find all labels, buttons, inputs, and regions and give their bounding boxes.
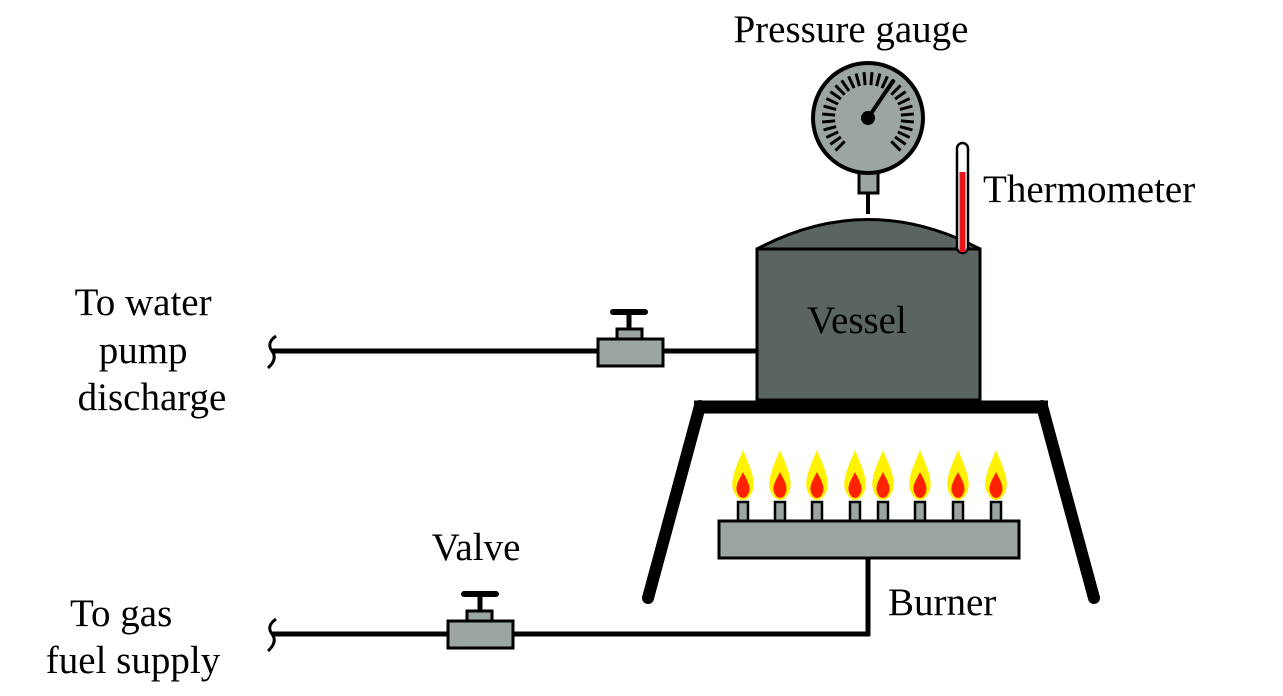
flame [909, 450, 931, 500]
flames [732, 450, 1007, 500]
burner-nozzle [736, 500, 750, 524]
gauge-tick [825, 97, 839, 106]
gauge-tick [900, 112, 914, 117]
water-valve [596, 309, 665, 368]
gauge-tick [822, 112, 836, 117]
burner-nozzles [736, 500, 1003, 524]
burner-body [717, 519, 1021, 560]
gauge-tick [897, 130, 911, 139]
gauge-tick [823, 125, 837, 132]
gauge-tick [834, 140, 846, 152]
water-line-label-1: To water [75, 281, 212, 324]
gas-pipe [266, 557, 871, 653]
gauge-tick [900, 119, 914, 124]
vessel [755, 218, 982, 402]
gauge-tick [875, 73, 882, 87]
gauge-tick [890, 140, 902, 152]
gauge-tick [890, 84, 902, 96]
gauge-tick [834, 84, 846, 96]
vessel-dome [756, 218, 981, 251]
gauge-tick [822, 119, 836, 124]
gauge-tick [847, 75, 856, 89]
thermometer-fluid [959, 172, 966, 252]
burner-nozzle [989, 500, 1003, 524]
burner [717, 450, 1021, 560]
thermometer-label: Thermometer [983, 168, 1195, 211]
pressure-gauge [811, 61, 925, 214]
burner-nozzle [951, 500, 965, 524]
gauge-tick [869, 72, 874, 86]
burner-label: Burner [888, 581, 996, 624]
gas-line-label: To gas fuel supply [46, 592, 221, 682]
gauge-needle [866, 79, 895, 120]
gauge-tick [829, 90, 842, 101]
burner-nozzle [848, 500, 862, 524]
gauge-tick [894, 135, 907, 146]
flame [872, 450, 894, 500]
burner-nozzle [876, 500, 890, 524]
vessel-label: Vessel [807, 299, 907, 342]
burner-stand [642, 400, 1100, 604]
gauge-tick [825, 130, 839, 139]
flame [806, 450, 828, 500]
water-pipe [266, 334, 757, 370]
gauge-tick [840, 79, 851, 92]
water-line-label-3: discharge [78, 376, 227, 419]
gauge-tick [854, 73, 861, 87]
gauge-tick [899, 104, 913, 111]
flame [732, 450, 754, 500]
gas-line-label-2: fuel supply [46, 639, 221, 682]
gauge-tick [899, 125, 913, 132]
thermometer [955, 141, 970, 255]
pressure-gauge-label: Pressure gauge [733, 8, 968, 51]
gauge-tick [897, 97, 911, 106]
flame [769, 450, 791, 500]
burner-nozzle [810, 500, 824, 524]
gauge-tick [862, 72, 867, 86]
gauge-tick [880, 75, 889, 89]
gauge-tick [823, 104, 837, 111]
gas-line-label-1: To gas [70, 592, 172, 635]
valve-label: Valve [432, 526, 521, 569]
water-line-label-2: pump [99, 329, 188, 372]
burner-nozzle [913, 500, 927, 524]
flame [985, 450, 1007, 500]
flame [947, 450, 969, 500]
gauge-tick [829, 135, 842, 146]
gauge-tick [894, 90, 907, 101]
vessel-body [755, 247, 982, 402]
water-line-label: To water pump discharge [75, 281, 227, 419]
burner-nozzle [773, 500, 787, 524]
gas-valve [446, 591, 515, 650]
flame [844, 450, 866, 500]
